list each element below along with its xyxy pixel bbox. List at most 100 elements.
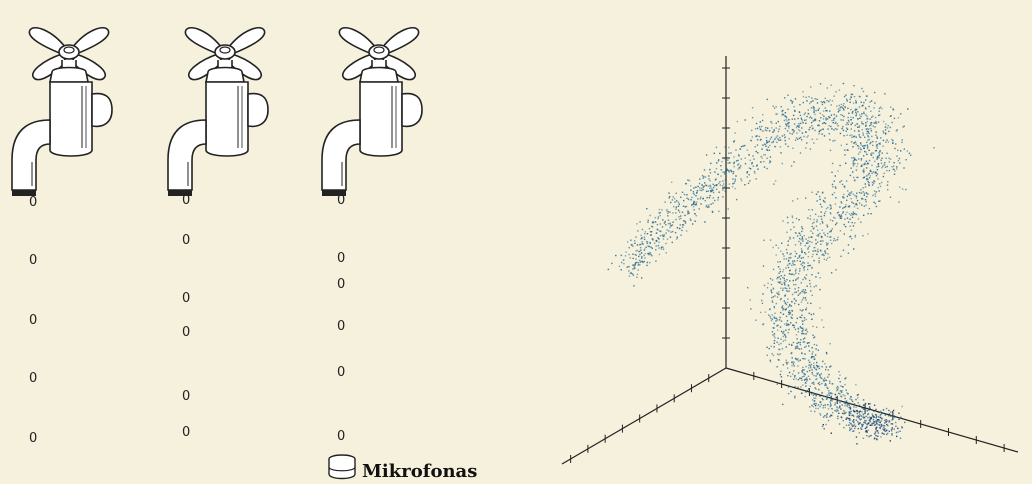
scatter-point xyxy=(649,252,651,254)
scatter-point xyxy=(829,343,831,345)
scatter-point xyxy=(836,239,839,241)
scatter-point xyxy=(802,338,805,340)
scatter-point xyxy=(874,424,877,426)
scatter-point xyxy=(843,233,845,235)
scatter-point xyxy=(799,122,802,125)
scatter-point xyxy=(813,286,815,288)
scatter-point xyxy=(818,260,820,262)
scatter-point xyxy=(819,307,821,309)
scatter-point xyxy=(830,125,832,128)
scatter-point xyxy=(669,222,671,224)
scatter-point xyxy=(841,416,843,419)
scatter-point xyxy=(828,100,830,103)
scatter-point xyxy=(810,101,812,103)
scatter-point xyxy=(818,133,820,135)
scatter-point xyxy=(875,435,877,437)
scatter-point xyxy=(722,196,724,198)
scatter-point xyxy=(798,124,801,127)
scatter-point xyxy=(738,163,740,165)
scatter-point xyxy=(829,392,832,395)
scatter-point xyxy=(867,422,870,424)
scatter-point xyxy=(821,192,824,194)
scatter-point xyxy=(855,202,857,205)
faucet-3 xyxy=(321,26,423,197)
scatter-point xyxy=(797,125,799,127)
scatter-point xyxy=(776,341,778,343)
scatter-point xyxy=(803,266,806,268)
scatter-point xyxy=(805,365,807,368)
scatter-point xyxy=(865,124,867,126)
scatter-point xyxy=(786,216,789,219)
scatter-point xyxy=(770,345,772,348)
scatter-point xyxy=(752,165,755,167)
scatter-point xyxy=(658,238,660,240)
scatter-point xyxy=(830,207,832,209)
scatter-point xyxy=(811,256,813,258)
scatter-point xyxy=(889,158,892,160)
scatter-point xyxy=(859,202,861,204)
scatter-point xyxy=(691,196,693,199)
scatter-point xyxy=(841,106,843,109)
scatter-point xyxy=(802,320,804,323)
scatter-point xyxy=(865,151,867,153)
scatter-point xyxy=(878,110,880,112)
scatter-point xyxy=(677,205,680,207)
scatter-point xyxy=(866,120,869,123)
scatter-point xyxy=(819,405,821,408)
scatter-point xyxy=(807,375,810,377)
scatter-point xyxy=(809,116,812,118)
scatter-point xyxy=(793,123,796,125)
scatter-point xyxy=(646,242,648,245)
scatter-point xyxy=(865,99,867,101)
scatter-point xyxy=(844,225,847,228)
scatter-point xyxy=(801,226,803,228)
scatter-point xyxy=(877,186,879,189)
scatter-point xyxy=(777,138,779,140)
scatter-point xyxy=(766,140,768,142)
scatter-point xyxy=(769,239,772,241)
scatter-point xyxy=(806,285,808,287)
scatter-point xyxy=(648,227,651,230)
scatter-point xyxy=(851,400,854,403)
scatter-point xyxy=(764,154,766,156)
scatter-point xyxy=(881,413,883,415)
scatter-point xyxy=(838,371,840,373)
scatter-point xyxy=(727,208,729,210)
scatter-point xyxy=(845,377,847,379)
scatter-point xyxy=(760,161,762,163)
scatter-point xyxy=(679,224,681,226)
scatter-point xyxy=(783,274,786,277)
scatter-point xyxy=(785,315,788,318)
scatter-point xyxy=(800,117,802,119)
scatter-point xyxy=(856,165,858,168)
scatter-point xyxy=(887,415,890,417)
scatter-point xyxy=(675,206,677,208)
scatter-point xyxy=(836,399,838,401)
scatter-point xyxy=(792,129,794,131)
scatter-point xyxy=(851,216,854,219)
scatter-point xyxy=(819,288,821,291)
scatter-point xyxy=(635,258,637,260)
scatter-point xyxy=(840,214,842,216)
scatter-point xyxy=(702,177,704,179)
scatter-point xyxy=(867,130,869,133)
scatter-point xyxy=(821,103,824,106)
scatter-point xyxy=(871,413,873,415)
scatter-point xyxy=(825,259,828,261)
scatter-point xyxy=(786,130,789,132)
scatter-point xyxy=(708,204,710,206)
scatter-point xyxy=(732,183,734,185)
scatter-point xyxy=(792,279,794,282)
scatter-point xyxy=(770,283,773,286)
scatter-point xyxy=(811,236,813,238)
scatter-point xyxy=(866,426,868,429)
scatter-point xyxy=(788,257,790,259)
scatter-point xyxy=(643,254,645,257)
scatter-point xyxy=(824,197,826,199)
scatter-point xyxy=(819,129,821,132)
scatter-point xyxy=(884,422,886,424)
scatter-point xyxy=(672,221,674,223)
scatter-point xyxy=(812,355,814,358)
scatter-point xyxy=(788,328,790,331)
scatter-point xyxy=(873,424,876,426)
